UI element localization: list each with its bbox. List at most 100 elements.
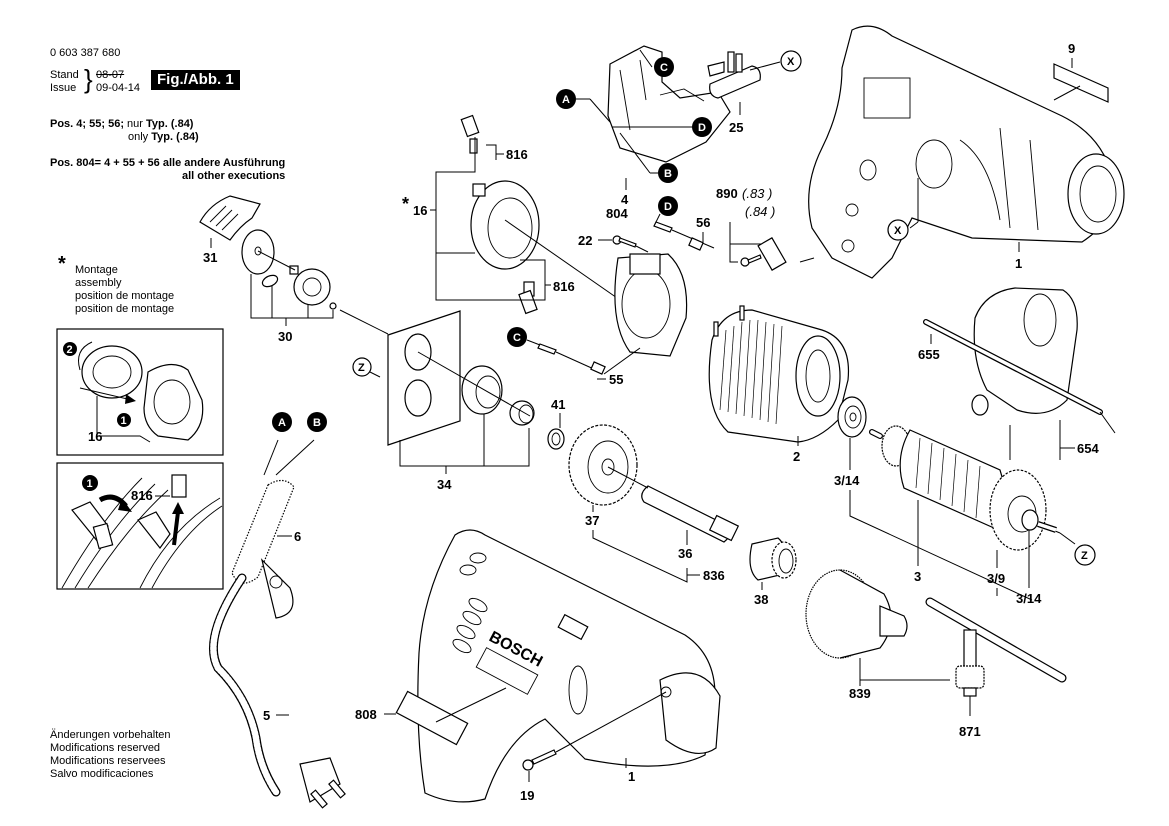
svg-text:2: 2	[67, 344, 73, 356]
svg-text:1: 1	[121, 415, 127, 427]
svg-text:B: B	[313, 417, 321, 429]
brace-icon: }	[84, 64, 93, 94]
svg-text:3/9: 3/9	[987, 571, 1005, 586]
svg-text:A: A	[278, 417, 286, 429]
svg-text:655: 655	[918, 347, 940, 362]
part-38-sleeve: 38	[749, 537, 797, 607]
svg-text:30: 30	[278, 329, 292, 344]
part-25-clip: X 25	[707, 50, 802, 135]
part-22-screw: 22	[578, 233, 649, 253]
issue-label: Issue	[50, 82, 77, 94]
svg-text:3/14: 3/14	[1016, 591, 1042, 606]
svg-text:D: D	[698, 122, 706, 134]
svg-text:38: 38	[754, 592, 768, 607]
part-36-spindle: 36 836	[592, 466, 740, 583]
part-30-assembly: 30	[241, 229, 337, 344]
stand-issue-block: Stand Issue	[50, 69, 79, 95]
part-55-wire: C 55	[507, 327, 641, 387]
svg-text:36: 36	[678, 546, 692, 561]
svg-text:55: 55	[609, 372, 623, 387]
callout-b	[658, 163, 678, 183]
assembly-star-icon: *	[58, 253, 66, 275]
callout-d	[658, 196, 678, 216]
svg-text:D: D	[664, 201, 672, 213]
part-2-field-coil: 2	[708, 305, 850, 464]
step-1-marker	[117, 413, 131, 427]
part-31-cover: 31	[199, 195, 261, 265]
svg-text:816: 816	[506, 147, 528, 162]
svg-text:C: C	[513, 332, 521, 344]
svg-text:1: 1	[1015, 256, 1022, 271]
svg-text:1: 1	[87, 478, 93, 490]
svg-text:804: 804	[606, 206, 628, 221]
svg-text:31: 31	[203, 250, 217, 265]
svg-text:B: B	[664, 168, 672, 180]
svg-text:816: 816	[553, 279, 575, 294]
part-19-screw: 19	[520, 691, 667, 803]
callout-b	[307, 412, 327, 432]
svg-text:5: 5	[263, 708, 270, 723]
part-56-wire: D 56	[653, 196, 715, 251]
step-1-marker	[82, 475, 98, 491]
svg-text:(.83 ): (.83 )	[742, 186, 772, 201]
part-number: 0 603 387 680	[50, 47, 121, 59]
svg-text:19: 19	[520, 788, 534, 803]
svg-text:16: 16	[88, 429, 102, 444]
svg-text:(.84 ): (.84 )	[745, 204, 775, 219]
brush-holder-ring	[614, 253, 688, 357]
assembly-star-marker: *	[402, 194, 409, 214]
stand-label: Stand	[50, 69, 79, 81]
issue-date: 09-04-14	[96, 82, 141, 94]
step-2-marker	[63, 342, 77, 356]
svg-text:X: X	[894, 225, 902, 237]
svg-text:X: X	[787, 56, 795, 68]
svg-text:654: 654	[1077, 441, 1099, 456]
svg-text:Z: Z	[1081, 550, 1088, 562]
svg-text:25: 25	[729, 120, 743, 135]
assembly-note: Montage assembly position de montage pos…	[75, 264, 175, 315]
part-4-switch: C A D B 4 804	[556, 45, 731, 221]
part-1-housing-half-lower: BOSCH 1	[417, 529, 721, 803]
callout-a	[272, 412, 292, 432]
part-3-14-bearing: 3/14	[834, 396, 1033, 601]
callout-c	[507, 327, 527, 347]
svg-text:808: 808	[355, 707, 377, 722]
inset-brush-replacement: 1 816	[56, 462, 224, 590]
part-839-drill-chuck: 839	[805, 569, 950, 701]
svg-text:839: 839	[849, 686, 871, 701]
callout-z	[1074, 544, 1096, 566]
part-41-spring: 41	[547, 397, 565, 450]
note-pos-4-55-56: Pos. 4; 55; 56; nur Typ. (.84) only Typ.…	[50, 118, 199, 143]
callout-z	[352, 357, 372, 377]
callout-x	[887, 219, 909, 241]
modifications-note: Änderungen vorbehalten Modifications res…	[50, 729, 171, 780]
svg-text:16: 16	[413, 203, 427, 218]
callout-a	[556, 89, 576, 109]
svg-text:C: C	[660, 62, 668, 74]
svg-text:41: 41	[551, 397, 565, 412]
part-6-cord-sleeve: A B 6	[231, 412, 327, 619]
svg-text:37: 37	[585, 513, 599, 528]
inset-brush-holder-assembly: 2 1 16	[56, 328, 224, 456]
svg-text:9: 9	[1068, 41, 1075, 56]
part-37-gear: 37	[568, 424, 638, 528]
svg-text:Z: Z	[358, 362, 365, 374]
svg-text:2: 2	[793, 449, 800, 464]
part-9-nameplate: 9	[1053, 41, 1109, 103]
svg-text:871: 871	[959, 724, 981, 739]
svg-text:890: 890	[716, 186, 738, 201]
part-654-auxiliary-handle: 654	[971, 287, 1099, 460]
svg-text:3/14: 3/14	[834, 473, 860, 488]
svg-text:22: 22	[578, 233, 592, 248]
part-890-cable-clamp: 890 (.83 ) (.84 )	[716, 186, 815, 271]
callout-d	[692, 117, 712, 137]
svg-text:6: 6	[294, 529, 301, 544]
stand-date-old: 08-07	[96, 69, 125, 81]
callout-x	[780, 50, 802, 72]
svg-text:1: 1	[628, 769, 635, 784]
part-655-depth-stop-rod: 655	[918, 319, 1116, 434]
part-871-chuck-key: 871	[925, 597, 1067, 739]
part-34-bearing-plate: Z 34	[339, 309, 535, 492]
part-808-label: 808	[355, 687, 507, 746]
